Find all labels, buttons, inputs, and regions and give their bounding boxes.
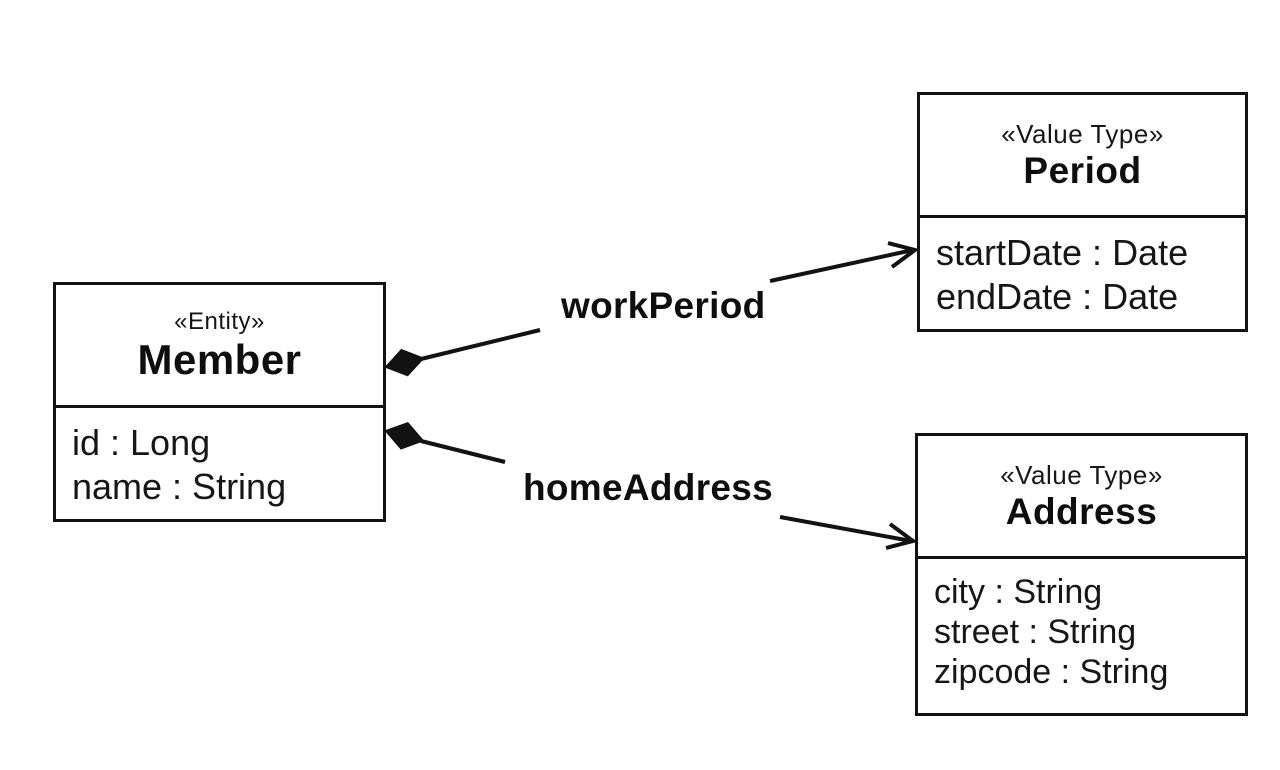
association-label-homeaddress: homeAddress: [523, 467, 774, 508]
class-name: Address: [1005, 491, 1158, 532]
association-workperiod: [384, 241, 920, 377]
composition-diamond-icon: [384, 422, 425, 450]
class-header: «Entity» Member: [56, 285, 383, 405]
attribute-item: endDate : Date: [936, 276, 1179, 317]
association-label-workperiod: workPeriod: [561, 285, 766, 326]
attribute-item: startDate : Date: [936, 232, 1189, 273]
stereotype-label: «Value Type»: [1001, 119, 1164, 149]
association-line: [769, 248, 914, 283]
association-line: [420, 328, 541, 361]
association-homeaddress: [384, 422, 918, 550]
class-header: «Value Type» Address: [918, 436, 1245, 556]
class-name: Period: [1023, 150, 1142, 191]
class-name: Member: [137, 335, 302, 383]
attributes-compartment: city : String street : String zipcode : …: [918, 556, 1245, 692]
attributes-compartment: id : Long name : String: [56, 405, 383, 509]
attribute-item: zipcode : String: [934, 653, 1169, 691]
attribute-item: name : String: [72, 466, 287, 507]
open-arrowhead-icon: [887, 241, 920, 269]
attribute-item: street : String: [934, 613, 1137, 651]
attribute-item: id : Long: [72, 422, 211, 463]
class-header: «Value Type» Period: [920, 95, 1245, 215]
attribute-item: city : String: [934, 573, 1103, 611]
class-box-address: «Value Type» Address city : String stree…: [915, 433, 1248, 716]
stereotype-label: «Value Type»: [1000, 460, 1163, 490]
class-box-period: «Value Type» Period startDate : Date end…: [917, 92, 1248, 332]
association-line: [779, 515, 912, 543]
association-line: [420, 439, 506, 464]
class-box-member: «Entity» Member id : Long name : String: [53, 282, 386, 522]
composition-diamond-icon: [384, 348, 425, 377]
attributes-compartment: startDate : Date endDate : Date: [920, 215, 1245, 319]
stereotype-label: «Entity»: [174, 307, 265, 335]
open-arrowhead-icon: [885, 522, 918, 550]
